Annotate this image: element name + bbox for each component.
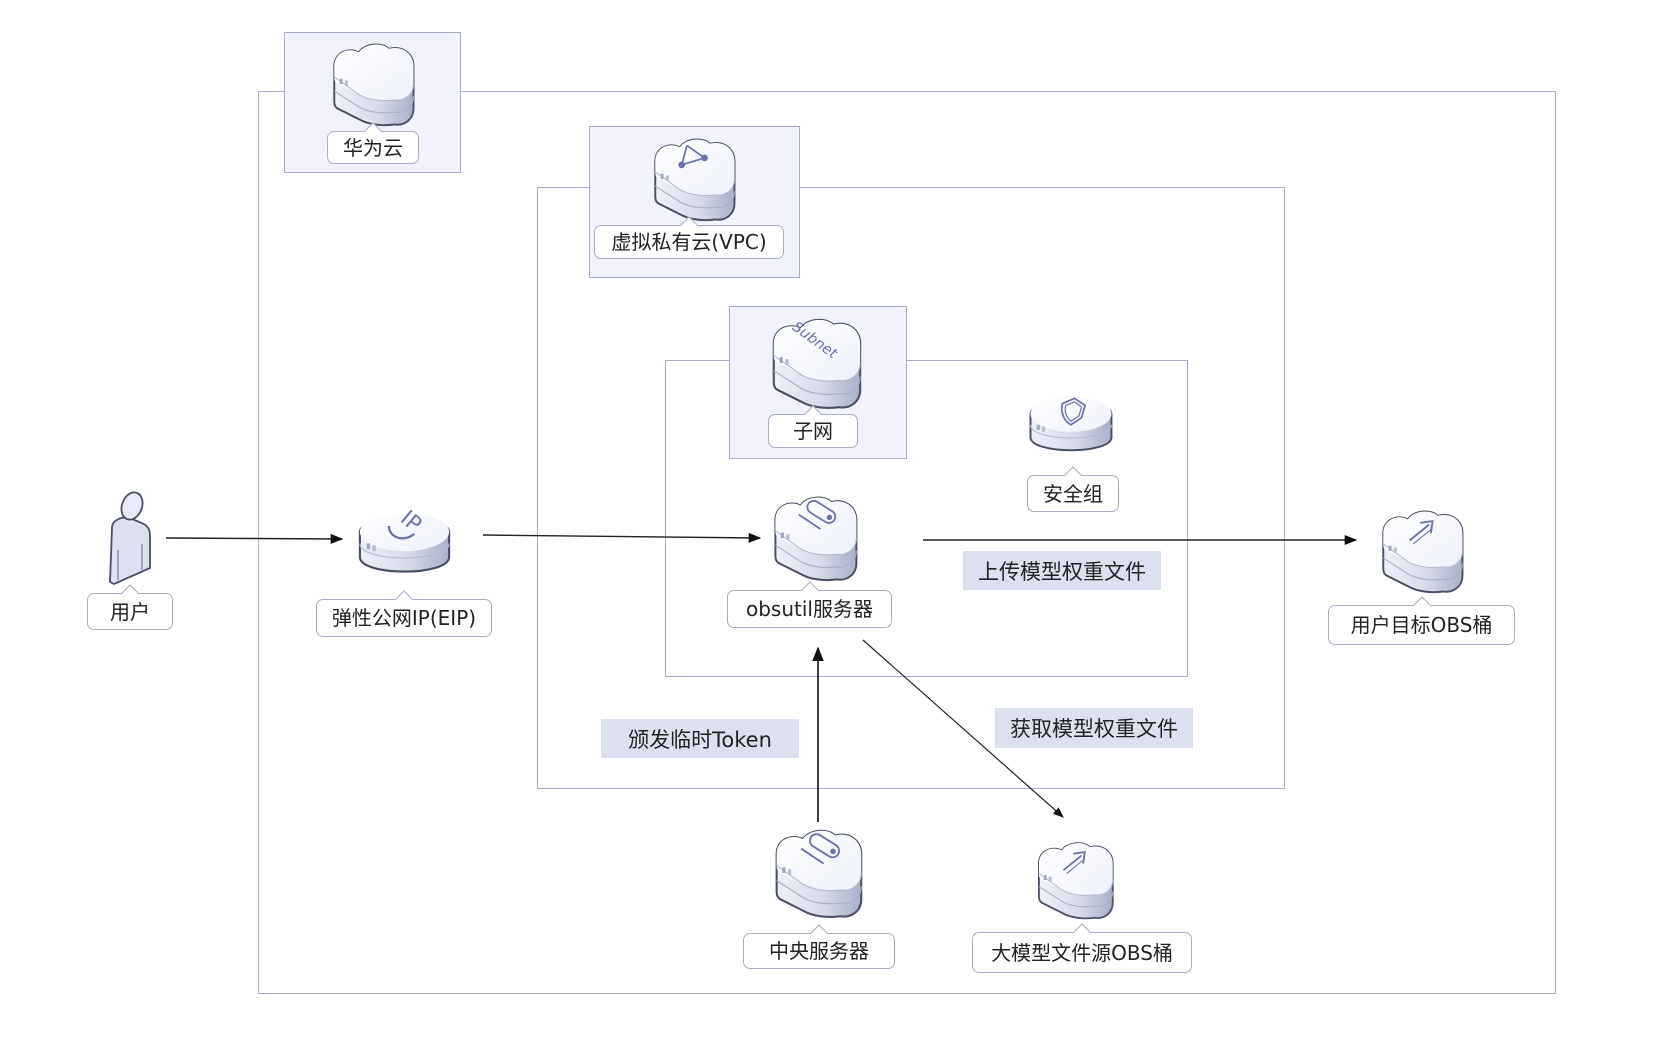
eip-label: 弹性公网IP(EIP) [316, 599, 492, 637]
vpc-cloud-icon [650, 135, 738, 223]
edge-label-fetch: 获取模型权重文件 [995, 708, 1193, 748]
server-cloud-icon [768, 493, 862, 583]
subnet-label: 子网 [768, 414, 858, 448]
target-obs-label: 用户目标OBS桶 [1328, 605, 1515, 645]
edge-eip-to-obsutil [482, 532, 762, 543]
obs-bucket-icon [1378, 505, 1466, 597]
subnet-boundary [665, 360, 1188, 677]
shield-icon [1027, 383, 1115, 463]
obs-bucket-icon [1034, 836, 1116, 924]
vpc-label: 虚拟私有云(VPC) [594, 225, 784, 259]
edge-obsutil-to-source-obs [862, 639, 1064, 818]
vpc-boundary [537, 187, 1285, 789]
subnet-group-panel[interactable]: Subnet 子网 [729, 306, 907, 459]
server-cloud-icon [770, 826, 866, 920]
obsutil-server-label: obsutil服务器 [727, 590, 892, 628]
huawei-cloud-group-panel[interactable]: 华为云 [284, 32, 461, 173]
vpc-group-panel[interactable]: 虚拟私有云(VPC) [589, 126, 800, 278]
source-obs-label: 大模型文件源OBS桶 [972, 932, 1192, 973]
subnet-cloud-icon: Subnet [768, 315, 864, 411]
central-server-label: 中央服务器 [743, 933, 895, 969]
edge-label-upload: 上传模型权重文件 [963, 551, 1161, 590]
user-icon [109, 491, 151, 585]
edge-label-token: 颁发临时Token [601, 719, 799, 758]
eip-icon: IP [356, 506, 453, 581]
edge-user-to-eip [165, 533, 344, 544]
huawei-cloud-boundary [258, 91, 1556, 994]
huawei-cloud-label: 华为云 [327, 131, 419, 164]
security-group-label: 安全组 [1027, 475, 1119, 512]
user-label: 用户 [87, 593, 173, 630]
